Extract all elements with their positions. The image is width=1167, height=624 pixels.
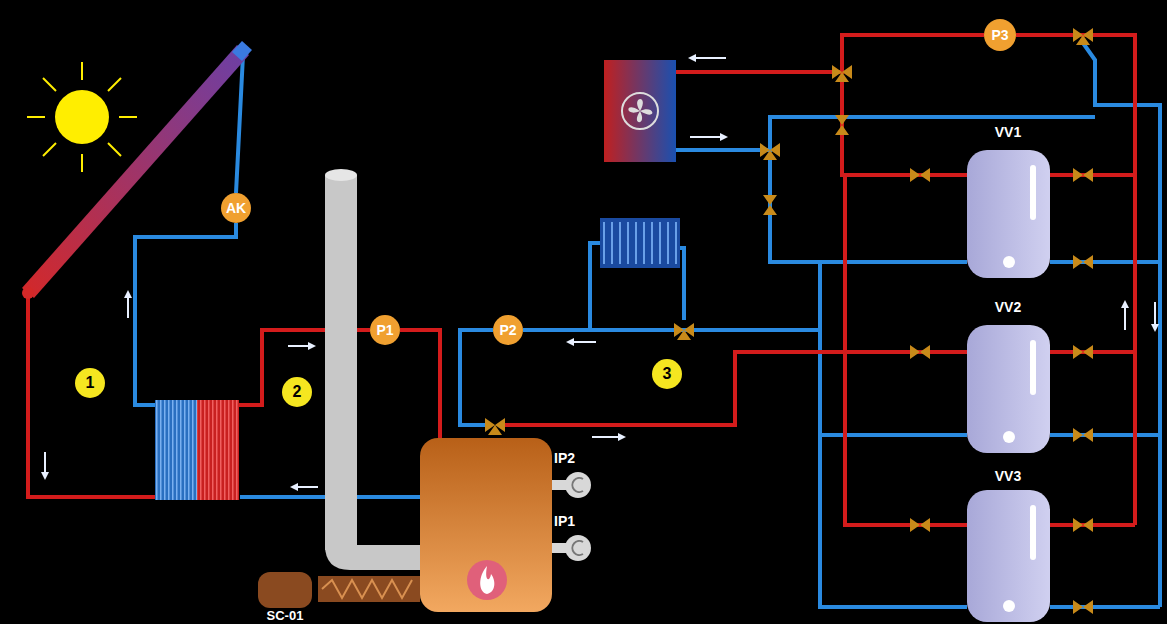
component-box: VV1 [967, 150, 1050, 278]
pump-label: P1 [376, 322, 393, 338]
heat-exchanger [155, 400, 239, 500]
callout-number: 2 [282, 377, 312, 407]
component-label: VV2 [995, 299, 1021, 315]
storage-tanks [967, 150, 1050, 622]
circulation-pumps [552, 472, 591, 561]
pump-label: P2 [499, 322, 516, 338]
chimney [325, 169, 422, 570]
component-label: IP1 [554, 513, 575, 529]
fan-coil-unit [604, 60, 676, 162]
callout-number: 1 [75, 368, 105, 398]
boiler [420, 438, 552, 612]
pellet-feeder [258, 572, 420, 608]
sun [27, 62, 137, 172]
callout-number: 3 [652, 359, 682, 389]
solar-collector [22, 41, 252, 299]
pump-circle: P1 [370, 315, 400, 345]
pump-label: P3 [991, 27, 1008, 43]
flow-arrows [45, 58, 1155, 487]
component-box: IP2 [552, 472, 592, 498]
component-box: IP1 [552, 535, 592, 561]
pump-label: AK [226, 200, 246, 216]
component-box: SC-01 [258, 572, 312, 608]
pump-circle: AK [221, 193, 251, 223]
pump-circle: P3 [984, 19, 1016, 51]
component-label: VV3 [995, 468, 1021, 484]
pump-circle: P2 [493, 315, 523, 345]
component-label: VV1 [995, 124, 1021, 140]
component-box: VV3 [967, 490, 1050, 622]
radiator [600, 218, 680, 268]
component-box: VV2 [967, 325, 1050, 453]
component-label: IP2 [554, 450, 575, 466]
component-label: SC-01 [267, 608, 304, 623]
valves [485, 28, 1093, 614]
